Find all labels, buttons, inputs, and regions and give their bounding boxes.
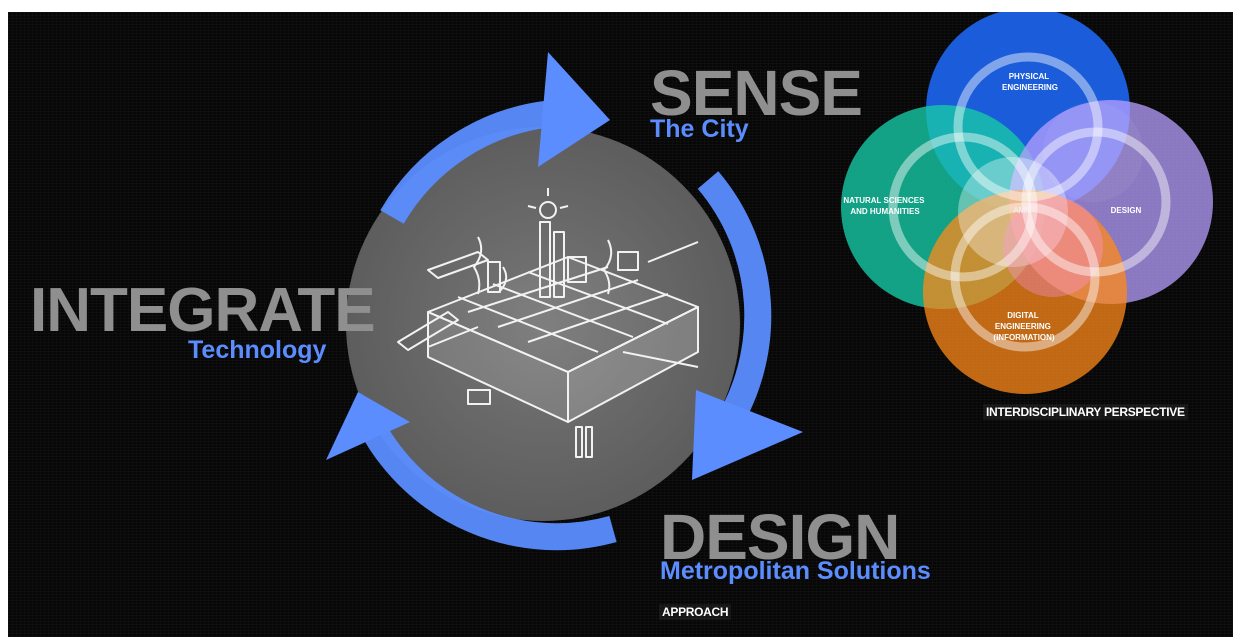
diagram-graphics: PHYSICAL ENGINEERING NATURAL SCIENCES AN… <box>326 12 1213 551</box>
arrowhead-left <box>326 392 410 460</box>
city-sketch-illustration <box>397 188 699 458</box>
venn-label-digital-engineering: DIGITAL ENGINEERING (INFORMATION) <box>993 311 1055 342</box>
venn-label-design: DESIGN <box>1111 206 1142 215</box>
arrowhead-top <box>538 52 610 167</box>
arrow-arc-bottom <box>359 418 617 551</box>
arrow-arc-right <box>697 171 772 438</box>
design-subtitle: Metropolitan Solutions <box>660 557 931 585</box>
integrate-subtitle: Technology <box>188 336 327 364</box>
venn-circle-digital-engineering <box>923 190 1127 394</box>
arrowhead-right <box>692 390 803 480</box>
cycle-arrows <box>359 100 772 551</box>
diagram-canvas: PHYSICAL ENGINEERING NATURAL SCIENCES AN… <box>8 12 1233 637</box>
venn-label-physical-engineering: PHYSICAL ENGINEERING <box>1002 72 1058 92</box>
design-title: DESIGN <box>660 501 900 573</box>
cycle-arrowheads <box>326 52 803 480</box>
sense-title: SENSE <box>650 57 863 129</box>
venn-diagram: PHYSICAL ENGINEERING NATURAL SCIENCES AN… <box>841 12 1213 394</box>
venn-center-label: AMS <box>1013 206 1030 215</box>
sense-subtitle: The City <box>650 115 749 143</box>
arrow-arc-top <box>380 100 550 224</box>
interdisciplinary-caption: INTERDISCIPLINARY PERSPECTIVE <box>983 404 1188 420</box>
integrate-title: INTEGRATE <box>30 276 376 345</box>
city-core-disk <box>346 127 740 521</box>
approach-caption: APPROACH <box>659 604 732 620</box>
venn-label-natural-sciences: NATURAL SCIENCES AND HUMANITIES <box>843 196 926 216</box>
